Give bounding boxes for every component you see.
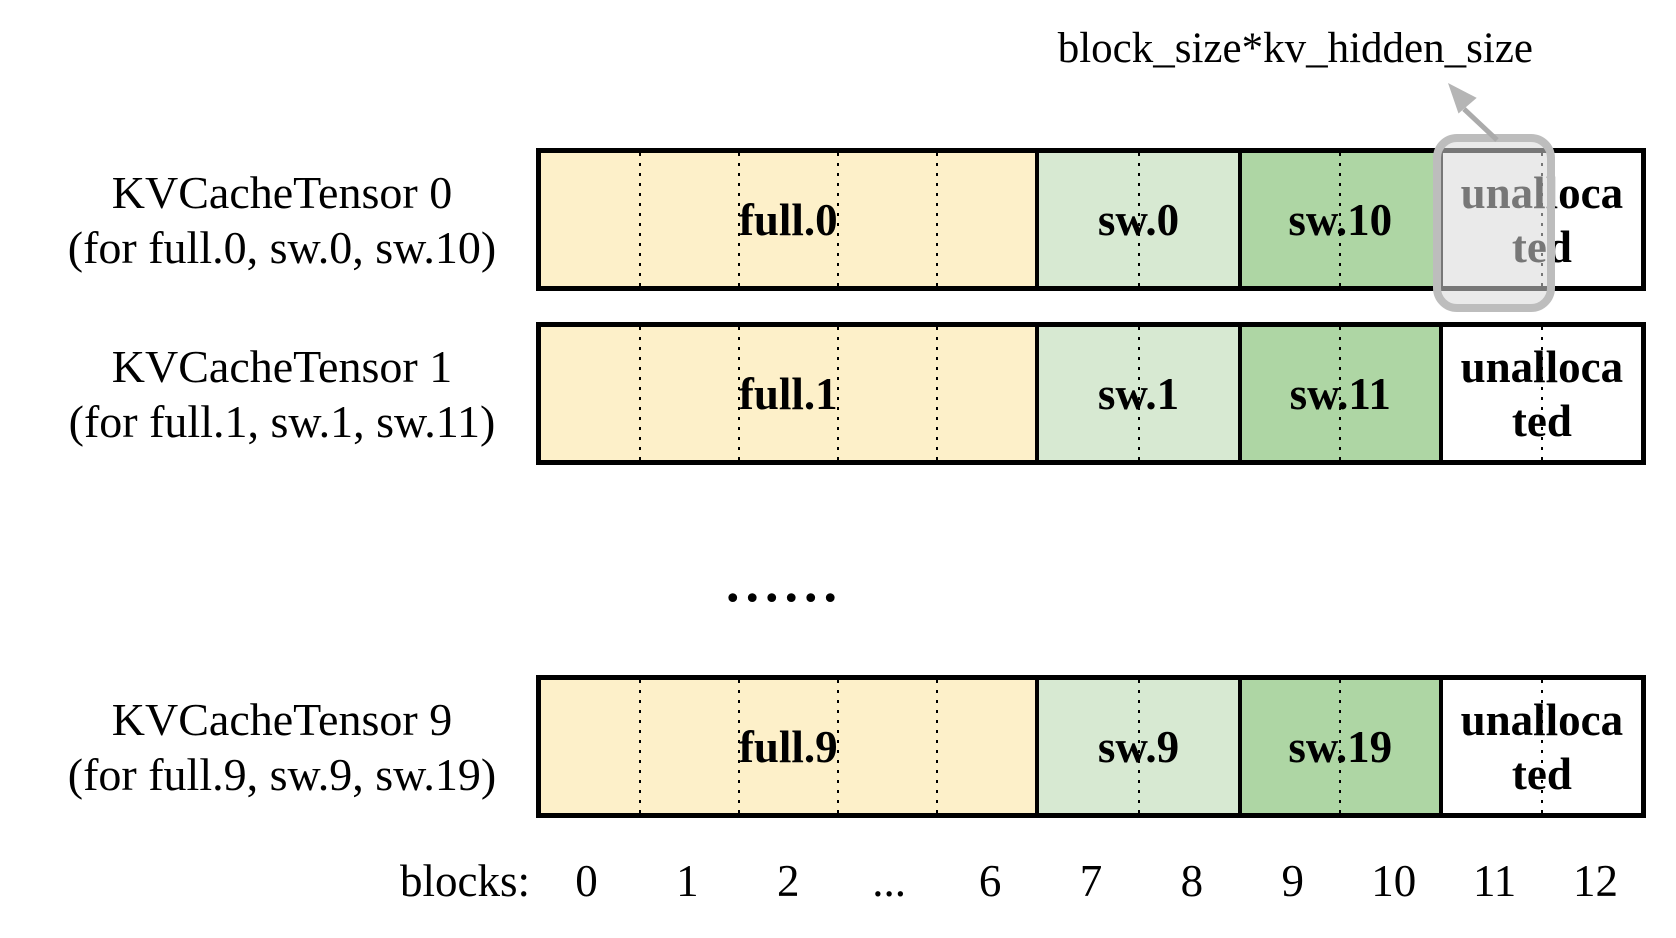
block-divider — [836, 153, 839, 286]
block-divider — [638, 153, 641, 286]
block-divider — [836, 327, 839, 460]
tensor-0-label: KVCacheTensor 0 (for full.0, sw.0, sw.10… — [28, 148, 536, 291]
rows-ellipsis: ...... — [726, 553, 843, 613]
tensor-9-full-label: full.9 — [738, 721, 838, 772]
block-divider — [1339, 327, 1342, 460]
block-divider — [1540, 327, 1543, 460]
tensor-9-sw2-segment: sw.19 — [1237, 680, 1439, 813]
block-divider — [935, 327, 938, 460]
block-divider — [1339, 153, 1342, 286]
tensor-0-full-segment: full.0 — [541, 153, 1036, 286]
tensor-1-bar: full.1 sw.1 sw.11 unalloca ted — [536, 322, 1646, 465]
tensor-1-full-segment: full.1 — [541, 327, 1036, 460]
tensor-1-title: KVCacheTensor 1 — [111, 340, 453, 392]
block-divider — [737, 327, 740, 460]
tensor-9-subtitle: (for full.9, sw.9, sw.19) — [67, 748, 497, 800]
tensor-1-sw2-segment: sw.11 — [1237, 327, 1439, 460]
block-divider — [836, 680, 839, 813]
block-divider — [935, 680, 938, 813]
tensor-9-sw-segment: sw.9 — [1035, 680, 1238, 813]
block-size-annotation: block_size*kv_hidden_size — [1057, 25, 1533, 72]
tensor-1-subtitle: (for full.1, sw.1, sw.11) — [68, 395, 496, 447]
tensor-9-label: KVCacheTensor 9 (for full.9, sw.9, sw.19… — [28, 675, 536, 818]
tensor-0-subtitle: (for full.0, sw.0, sw.10) — [67, 221, 497, 273]
blocks-axis-ticks: 0 1 2 ... 6 7 8 9 10 11 12 — [536, 855, 1646, 907]
axis-tick-10: 10 — [1371, 856, 1417, 906]
axis-tick-12: 12 — [1573, 856, 1619, 906]
axis-tick-1: 1 — [676, 856, 699, 906]
block-divider — [638, 680, 641, 813]
tensor-0-sw-segment: sw.0 — [1035, 153, 1238, 286]
block-divider — [1137, 327, 1140, 460]
tensor-1-unallocated-segment: unalloca ted — [1438, 327, 1641, 460]
axis-tick-2: 2 — [777, 856, 800, 906]
block-divider — [737, 680, 740, 813]
tensor-1-full-label: full.1 — [738, 368, 838, 419]
block-divider — [1137, 680, 1140, 813]
axis-tick-11: 11 — [1472, 856, 1517, 906]
tensor-9-title: KVCacheTensor 9 — [111, 693, 453, 745]
blocks-axis-label: blocks: — [400, 856, 530, 906]
block-divider — [935, 153, 938, 286]
annotation-arrow-icon — [1448, 83, 1499, 142]
tensor-1-label: KVCacheTensor 1 (for full.1, sw.1, sw.11… — [28, 322, 536, 465]
tensor-0-title: KVCacheTensor 0 — [111, 166, 453, 218]
block-size-highlight-box — [1433, 134, 1555, 312]
tensor-9-bar: full.9 sw.9 sw.19 unalloca ted — [536, 675, 1646, 818]
axis-tick-6: 6 — [978, 856, 1002, 906]
block-divider — [1137, 153, 1140, 286]
axis-tick-7: 7 — [1079, 856, 1103, 906]
axis-tick-ellipsis: ... — [872, 856, 907, 906]
tensor-9-full-segment: full.9 — [541, 680, 1036, 813]
tensor-1-sw-segment: sw.1 — [1035, 327, 1238, 460]
tensor-9-unallocated-segment: unalloca ted — [1438, 680, 1641, 813]
axis-tick-0: 0 — [575, 856, 598, 906]
axis-tick-8: 8 — [1180, 856, 1204, 906]
tensor-0-sw2-segment: sw.10 — [1237, 153, 1439, 286]
block-divider — [1540, 680, 1543, 813]
block-divider — [1339, 680, 1342, 813]
tensor-0-full-label: full.0 — [738, 194, 838, 245]
axis-tick-9: 9 — [1281, 856, 1305, 906]
block-divider — [638, 327, 641, 460]
block-divider — [737, 153, 740, 286]
